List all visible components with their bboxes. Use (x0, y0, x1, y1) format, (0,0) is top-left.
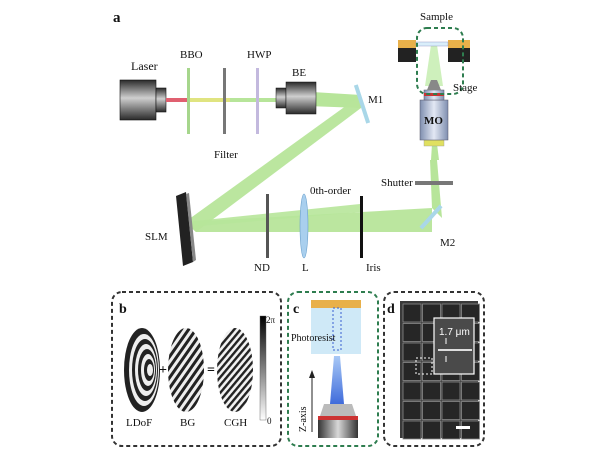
slm-face (186, 193, 196, 262)
sem-cell (402, 323, 422, 342)
nd-label: ND (254, 262, 270, 274)
sem-cell (461, 401, 480, 420)
shg-beam (190, 98, 230, 102)
written-structure (332, 307, 342, 351)
hwp-label: HWP (247, 49, 271, 61)
bbo-label: BBO (180, 49, 203, 61)
panel-d-label: d (387, 302, 395, 317)
sem-cell (402, 381, 422, 401)
phase-scale-bar (259, 315, 267, 421)
sem-cell (461, 420, 480, 440)
l-label: L (302, 262, 309, 274)
equals-sign: = (207, 363, 215, 378)
filter-label: Filter (214, 149, 238, 161)
phase-scale-min: 0 (267, 416, 272, 426)
mirror-m2 (419, 204, 443, 230)
iris (360, 196, 363, 258)
z-axis-arrowhead (309, 370, 315, 378)
z-axis-label: Z-axis (298, 406, 309, 432)
laser-beam-red (166, 98, 190, 102)
microscope-objective (419, 80, 449, 147)
panel-d-frame (383, 291, 485, 447)
panel-b-label: b (119, 302, 127, 317)
sem-cell (441, 381, 461, 401)
bg-grating (168, 328, 204, 412)
iris-label: Iris (366, 262, 381, 274)
photoresist-layer (311, 308, 361, 354)
cgh-label: CGH (224, 417, 247, 429)
scale-bar (456, 426, 470, 429)
measurement-label: 1.7 μm (439, 327, 470, 338)
sample-stage (398, 40, 470, 62)
zoom-source-box (415, 357, 433, 375)
sem-cell (422, 401, 441, 420)
sem-cell (402, 420, 422, 440)
beam-expander (275, 81, 317, 115)
slm-label: SLM (145, 231, 168, 243)
zoom-inset (433, 317, 475, 375)
sem-cell (402, 401, 422, 420)
stage-label: Stage (453, 82, 478, 94)
sem-cell (402, 342, 422, 362)
laser-label: Laser (131, 59, 158, 73)
m2-label: M2 (440, 237, 455, 249)
beam-path (185, 45, 443, 232)
bbo-crystal (187, 68, 190, 134)
hwp-plate (256, 68, 259, 134)
sem-cell (422, 381, 441, 401)
substrate (311, 300, 361, 308)
bg-label: BG (180, 417, 195, 429)
lens-l (299, 193, 309, 259)
focused-beam (330, 356, 344, 404)
zeroth-order-label: 0th-order (310, 185, 351, 197)
mirror-m1 (353, 84, 371, 124)
nd-filter (266, 194, 269, 258)
objective-lens-c (318, 404, 358, 438)
sem-cell (402, 362, 422, 381)
photoresist-label: Photoresist (291, 333, 336, 344)
sem-cell (402, 303, 422, 323)
mo-label: MO (424, 115, 443, 127)
laser (119, 79, 190, 121)
panel-c-frame (287, 291, 379, 447)
m1-label: M1 (368, 94, 383, 106)
slm-device (176, 192, 193, 266)
sem-cell (422, 420, 441, 440)
sem-cell (461, 381, 480, 401)
plus-sign: + (159, 363, 167, 378)
sem-cell (441, 420, 461, 440)
sample-label: Sample (420, 11, 453, 23)
ldof-label: LDoF (126, 417, 152, 429)
shutter-label: Shutter (381, 177, 413, 189)
sample-highlight-box (416, 27, 464, 95)
cgh-pattern (217, 328, 253, 412)
be-label: BE (292, 67, 306, 79)
sem-cell (441, 401, 461, 420)
panel-c-label: c (293, 302, 299, 317)
shutter-element (415, 181, 453, 185)
ldof-pattern (124, 328, 160, 412)
phase-scale-max: 2π (266, 315, 276, 325)
filter-element (223, 68, 226, 134)
panel-a-label: a (113, 10, 121, 26)
panel-b-frame (111, 291, 282, 447)
